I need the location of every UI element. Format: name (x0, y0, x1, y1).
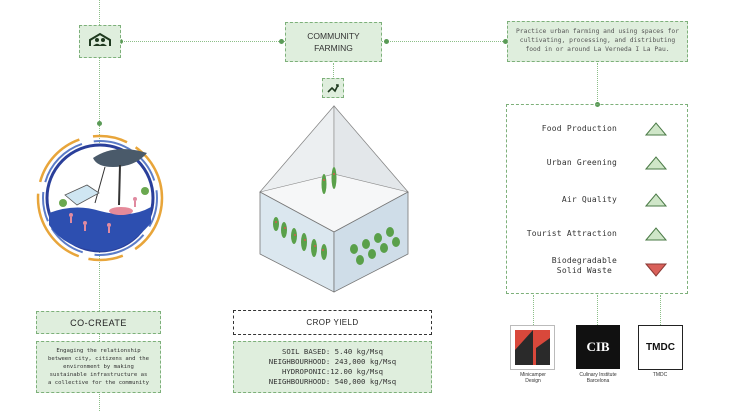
crop-yield-line1: SOIL BASED: 5.40 kg/Msq (281, 347, 384, 356)
cocreate-title-box: CO-CREATE (36, 311, 161, 334)
greenhouse-illustration (259, 105, 409, 293)
connector-logo-1 (533, 295, 534, 325)
description-box: Practice urban farming and using spaces … (507, 21, 688, 62)
cocreate-title: CO-CREATE (70, 317, 127, 328)
node-title-line2: FARMING (314, 43, 353, 53)
connector-right-down (597, 63, 598, 105)
crop-yield-line3: HYDROPONIC:12.00 kg/Msq (281, 367, 384, 376)
impact-row-urban-greening: Urban Greening (507, 155, 687, 175)
impacts-panel: Food Production Urban Greening Air Quali… (506, 104, 688, 294)
up-arrow-icon (644, 193, 668, 207)
impact-row-air-quality: Air Quality (507, 192, 687, 212)
partner-caption-line1: TMDC (652, 372, 668, 378)
connector-center-down (333, 63, 334, 81)
partner-logo-tmdc: TMDC (638, 325, 683, 370)
community-hands-icon (87, 31, 113, 53)
impact-label: Tourist Attraction (526, 229, 617, 238)
description-line3: food in or around La Verneda I La Pau. (525, 46, 670, 53)
up-arrow-icon (644, 156, 668, 170)
farming-icon-box (322, 78, 344, 98)
description-line2: cultivating, processing, and distributin… (519, 37, 676, 44)
cib-logo-mark: CIB (586, 339, 610, 354)
description-line1: Practice urban farming and using spaces … (515, 28, 679, 35)
impact-row-food-production: Food Production (507, 121, 687, 141)
crop-yield-title-box: CROP YIELD (233, 310, 432, 335)
impact-label: Urban Greening (546, 158, 617, 167)
cocreate-line3: environment by making (63, 364, 134, 370)
cocreate-icon-box (79, 25, 121, 58)
crop-yield-values-box: SOIL BASED: 5.40 kg/Msq NEIGHBOURHOOD: 2… (233, 341, 432, 393)
impact-label: Biodegradable Solid Waste (551, 256, 617, 275)
impact-row-biodegradable-solid-waste: Biodegradable Solid Waste (507, 256, 687, 280)
down-arrow-icon (644, 263, 668, 277)
partner-caption-minicamper: Minicamper Design (503, 372, 563, 384)
cocreate-line5: a collective for the community (47, 380, 150, 386)
crop-yield-line4: NEIGHBOURHOOD: 540,000 kg/Msq (268, 377, 397, 386)
impact-row-tourist-attraction: Tourist Attraction (507, 226, 687, 246)
up-arrow-icon (644, 122, 668, 136)
cocreate-description-box: Engaging the relationship between city, … (36, 341, 161, 393)
connector-logo-3 (660, 295, 661, 325)
partner-logo-cib: CIB (576, 325, 620, 369)
connector-dot (279, 39, 284, 44)
cocreate-illustration (36, 134, 164, 262)
connector-dot (97, 121, 102, 126)
partner-caption-line2: Barcelona (586, 378, 610, 384)
cocreate-line2: between city, citizens and the (47, 356, 150, 362)
node-title-line1: COMMUNITY (307, 31, 360, 41)
cocreate-line1: Engaging the relationship (56, 348, 141, 354)
crop-yield-title: CROP YIELD (306, 318, 359, 327)
partner-caption-line1: Culinary Institute (579, 372, 617, 378)
connector-dot (384, 39, 389, 44)
partner-caption-line1: Minicamper (520, 372, 546, 378)
minicamper-logo-icon (515, 330, 550, 365)
tmdc-logo-mark: TMDC (646, 342, 675, 353)
partner-caption-cib: Culinary Institute Barcelona (568, 372, 628, 384)
impact-label: Air Quality (561, 195, 617, 204)
crop-yield-line2: NEIGHBOURHOOD: 243,000 kg/Msq (268, 357, 397, 366)
impact-label: Food Production (541, 124, 617, 133)
partner-logo-minicamper (510, 325, 555, 370)
community-farming-node: COMMUNITY FARMING (285, 22, 382, 62)
connector-dot (503, 39, 508, 44)
partner-caption-line2: Design (525, 378, 541, 384)
partner-caption-tmdc: TMDC (630, 372, 690, 378)
connector-logo-2 (597, 295, 598, 325)
cocreate-line4: sustainable infrastructure as (49, 372, 148, 378)
up-arrow-icon (644, 227, 668, 241)
plant-icon (326, 79, 340, 98)
